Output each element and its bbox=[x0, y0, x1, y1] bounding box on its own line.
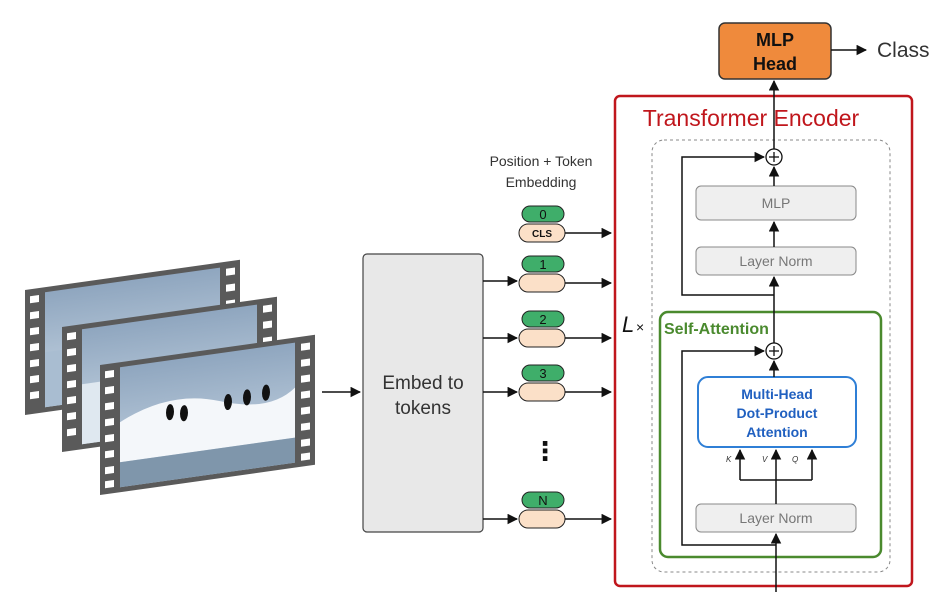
token-0: 0 CLS bbox=[518, 205, 566, 243]
mlp-head-line1: MLP bbox=[756, 30, 794, 50]
repeat-l-label: L bbox=[622, 312, 634, 337]
embed-block-rect bbox=[362, 253, 484, 533]
mlp-head-line2: Head bbox=[753, 54, 797, 74]
self-attention-label: Self-Attention bbox=[664, 321, 769, 338]
embedding-header-line1: Position + Token bbox=[490, 153, 593, 169]
encoder-mlp-label: MLP bbox=[762, 195, 791, 211]
encoder-flow-lines bbox=[681, 79, 818, 592]
token-3: 3 bbox=[518, 364, 566, 402]
position-label-1: 1 bbox=[539, 257, 546, 272]
transformer-encoder-border bbox=[613, 94, 914, 588]
attention-line2: Dot-Product bbox=[737, 405, 818, 421]
film-frame-3 bbox=[100, 334, 315, 495]
add-circle-mlp bbox=[765, 148, 783, 166]
video-frames-illustration bbox=[25, 259, 315, 495]
repeat-times-symbol: × bbox=[636, 319, 644, 335]
position-label-n: N bbox=[538, 493, 547, 508]
multi-head-attention-box bbox=[697, 376, 857, 448]
position-label-3: 3 bbox=[539, 366, 546, 381]
encoder-mlp-box bbox=[695, 185, 857, 221]
token-1: 1 bbox=[518, 255, 566, 293]
v-label: V bbox=[762, 455, 768, 464]
token-n: N bbox=[518, 491, 566, 529]
position-label-0: 0 bbox=[539, 207, 546, 222]
transformer-encoder-title: Transformer Encoder bbox=[643, 105, 860, 131]
add-circle-attention bbox=[765, 342, 783, 360]
embed-block-line1: Embed to bbox=[382, 373, 463, 394]
mlp-head-box bbox=[718, 22, 832, 80]
self-attention-border bbox=[658, 310, 883, 559]
embed-to-tokens-block: Embed to tokens bbox=[362, 253, 484, 533]
embedding-header-line2: Embedding bbox=[506, 174, 577, 190]
layer-norm-top bbox=[695, 246, 857, 276]
attention-line1: Multi-Head bbox=[741, 386, 813, 402]
k-label: K bbox=[726, 455, 732, 464]
layer-norm-bottom-label: Layer Norm bbox=[739, 510, 812, 526]
q-label: Q bbox=[792, 455, 798, 464]
embed-block-line2: tokens bbox=[395, 398, 451, 419]
token-2: 2 bbox=[518, 310, 566, 348]
token-ellipsis: ⋮ bbox=[532, 436, 558, 466]
embed-to-token-arrows bbox=[483, 275, 519, 525]
position-label-2: 2 bbox=[539, 312, 546, 327]
attention-line3: Attention bbox=[746, 424, 807, 440]
cls-token-label: CLS bbox=[532, 229, 552, 240]
layer-norm-top-label: Layer Norm bbox=[739, 253, 812, 269]
class-label: Class bbox=[877, 39, 930, 62]
